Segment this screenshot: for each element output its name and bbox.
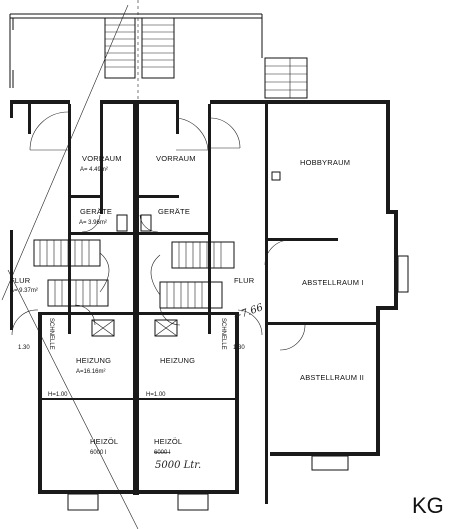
construction-line [1,4,129,301]
flur-left-label: FLUR [10,276,31,285]
vent-left [91,319,115,337]
light-well-mid [177,493,209,511]
basement-walls [10,100,398,504]
hobbyraum-label: HOBBYRAUM [300,158,350,167]
dim-right: 1.30 [233,345,245,351]
flur-right-label: FLUR [234,276,255,285]
heizung-right-label: HEIZUNG [160,356,195,365]
h-right: H=1.00 [146,392,166,398]
handwritten-level: +7.66 [232,302,265,323]
stair-left [33,239,110,307]
dim-left: 1.30 [18,345,30,351]
upper-outdoor-steps [264,57,308,99]
heizung-left-area: A=16.16m² [76,369,106,375]
heizoel-right-cap: 6000 l [154,450,170,456]
upper-stair-left [104,17,136,79]
light-well-side [397,255,409,293]
vorraum-left-area: A= 4.49m² [80,167,108,173]
shaft-right [140,214,152,232]
geraete-left-label: GERÄTE [80,207,112,216]
geraete-left-area: A= 3.96m² [79,220,107,226]
stair-right [150,241,235,309]
h-left: H=1.00 [48,392,68,398]
geraete-right-label: GERÄTE [158,207,190,216]
heizoel-left-cap: 6000 l [90,450,106,456]
abstellraum-1-label: ABSTELLRAUM I [302,278,364,287]
light-well-right [311,455,349,471]
upper-stair-right [141,17,175,79]
shaft-left [116,214,128,232]
upper-floor-fragment [9,13,308,99]
abstellraum-2-label: ABSTELLRAUM II [300,373,364,382]
vent-right [154,319,178,337]
schnelle-right: SCHNELLE [220,318,226,350]
light-well-left [67,493,99,511]
floor-code-label: KG [412,493,444,518]
handwritten-capacity: 5000 Ltr. [155,460,201,471]
heizung-left-label: HEIZUNG [76,356,111,365]
heizoel-right-label: HEIZÖL [154,437,182,446]
schnelle-left: SCHNELLE [48,318,54,350]
flur-left-area: A= 9.37m² [10,288,38,294]
vorraum-left-label: VORRAUM [82,154,122,163]
door-swings [11,111,306,351]
chimney [271,171,281,181]
heizoel-left-label: HEIZÖL [90,437,118,446]
vorraum-right-label: VORRAUM [156,154,196,163]
